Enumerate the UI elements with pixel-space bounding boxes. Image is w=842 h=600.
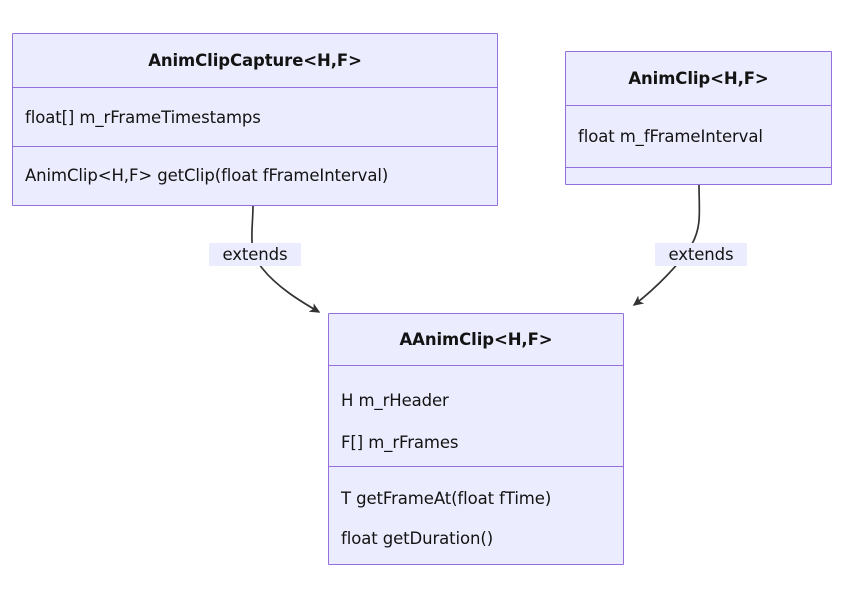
class-methods-compartment (566, 168, 831, 183)
class-attributes-compartment: float[] m_rFrameTimestamps (13, 88, 497, 147)
class-method: T getFrameAt(float fTime) (341, 489, 552, 508)
class-title: AAnimClip<H,F> (399, 330, 553, 349)
class-box-animclipcapture[interactable]: AnimClipCapture<H,F> float[] m_rFrameTim… (12, 33, 498, 206)
class-method: AnimClip<H,F> getClip(float fFrameInterv… (25, 166, 389, 185)
class-attributes-compartment: float m_fFrameInterval (566, 106, 831, 168)
class-title-compartment: AAnimClip<H,F> (329, 314, 623, 366)
class-title-compartment: AnimClipCapture<H,F> (13, 34, 497, 88)
edge-label-extends-capture: extends (209, 243, 301, 266)
edge-label-extends-animclip: extends (655, 243, 747, 266)
class-title-compartment: AnimClip<H,F> (566, 52, 831, 106)
class-attribute: float[] m_rFrameTimestamps (25, 108, 261, 127)
class-attribute: float m_fFrameInterval (578, 127, 763, 146)
class-attributes-compartment: H m_rHeader F[] m_rFrames (329, 366, 623, 467)
class-methods-compartment: T getFrameAt(float fTime) float getDurat… (329, 467, 623, 563)
class-attribute: H m_rHeader (341, 391, 449, 410)
class-box-animclip[interactable]: AnimClip<H,F> float m_fFrameInterval (565, 51, 832, 185)
class-methods-compartment: AnimClip<H,F> getClip(float fFrameInterv… (13, 147, 497, 204)
class-attribute: F[] m_rFrames (341, 433, 459, 452)
class-box-aanimclip[interactable]: AAnimClip<H,F> H m_rHeader F[] m_rFrames… (328, 313, 624, 565)
class-title: AnimClip<H,F> (628, 69, 769, 88)
class-title: AnimClipCapture<H,F> (148, 51, 362, 70)
class-method: float getDuration() (341, 529, 494, 548)
